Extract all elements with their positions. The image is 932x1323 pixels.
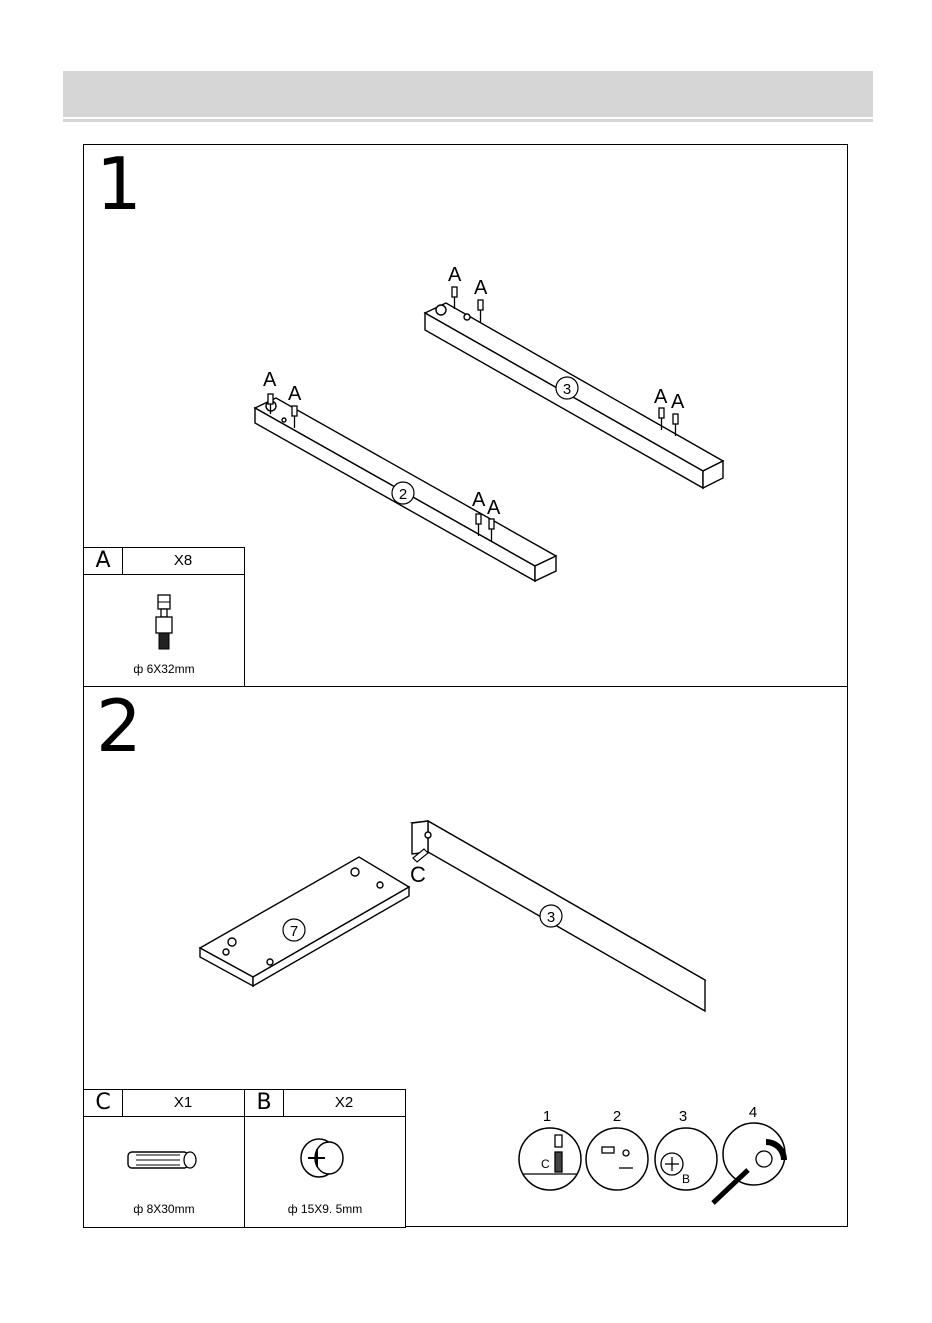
- cam-step-number: 3: [679, 1108, 687, 1125]
- cam-step-4-detail: [723, 1123, 785, 1185]
- legend-letter: B: [245, 1090, 284, 1116]
- legend-part-c: C X1 ф 8X30mm: [83, 1089, 245, 1228]
- cam-bolt-icon: [140, 592, 190, 656]
- cam-lock-label: B: [682, 1172, 690, 1186]
- svg-text:3: 3: [547, 909, 555, 926]
- legend-dimension: ф 6X32mm: [84, 662, 244, 676]
- part-c-label: C: [410, 862, 426, 887]
- cam-step-2-detail: [586, 1128, 648, 1190]
- part-a-label: A: [474, 277, 488, 299]
- cam-bolt: [452, 287, 457, 309]
- part-3-callout: 3: [540, 905, 562, 927]
- legend-letter: C: [84, 1090, 123, 1116]
- wooden-dowel-icon: [124, 1146, 204, 1176]
- legend-qty: X1: [122, 1090, 244, 1116]
- legend-qty: X8: [122, 548, 244, 574]
- cam-step-number: 4: [749, 1104, 757, 1121]
- svg-text:3: 3: [563, 381, 571, 398]
- cam-step-1-detail: [519, 1128, 581, 1190]
- cam-step-number: 2: [613, 1108, 621, 1125]
- cam-step-number: 1: [543, 1108, 551, 1125]
- cam-lock-icon: [295, 1134, 355, 1180]
- part-7-callout: 7: [283, 919, 305, 941]
- legend-part-a: A X8 ф 6X32mm: [83, 547, 245, 687]
- step-2-diagram: C 3 7: [0, 700, 932, 1100]
- part-a-label: A: [288, 383, 302, 405]
- part-2-callout: 2: [392, 482, 414, 504]
- part-a-label: A: [654, 386, 668, 408]
- legend-dimension: ф 15X9. 5mm: [245, 1202, 405, 1216]
- legend-part-b: B X2 ф 15X9. 5mm: [244, 1089, 406, 1228]
- cam-dowel-label: C: [541, 1157, 550, 1171]
- legend-dimension: ф 8X30mm: [84, 1202, 244, 1216]
- svg-text:2: 2: [399, 486, 407, 503]
- cam-bolt: [478, 300, 483, 322]
- part-a-label: A: [263, 369, 277, 391]
- cam-lock-instructions: 1 2 3 4 C B: [510, 1100, 810, 1215]
- part-a-label: A: [448, 264, 462, 286]
- part-3-callout: 3: [556, 377, 578, 399]
- legend-letter: A: [84, 548, 123, 574]
- part-a-label: A: [472, 489, 486, 511]
- panel-part-7: [200, 857, 409, 986]
- part-a-label: A: [671, 391, 685, 413]
- legend-qty: X2: [283, 1090, 405, 1116]
- svg-text:7: 7: [290, 923, 298, 940]
- part-a-label: A: [487, 497, 501, 519]
